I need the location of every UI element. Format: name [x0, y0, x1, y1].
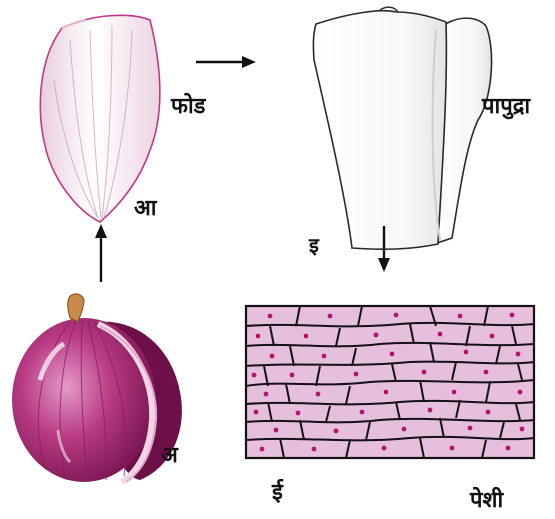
cells-label: पेशी [470, 490, 503, 512]
arrow-up-icon [95, 224, 107, 282]
peeled-membrane [313, 7, 491, 249]
arrow-right-icon [196, 56, 256, 68]
peel-label: फोड [171, 96, 205, 118]
onion-scale-leaf [40, 15, 160, 222]
onion-cells-tissue [246, 306, 534, 458]
stage-i-label: इ [309, 235, 319, 255]
stage-ii-label: ई [272, 482, 283, 504]
stage-aa-label: आ [134, 198, 156, 220]
stage-a-label: अ [161, 445, 178, 467]
membrane-label: पापुद्रा [482, 96, 530, 118]
onion-bulb-icon [12, 294, 182, 482]
